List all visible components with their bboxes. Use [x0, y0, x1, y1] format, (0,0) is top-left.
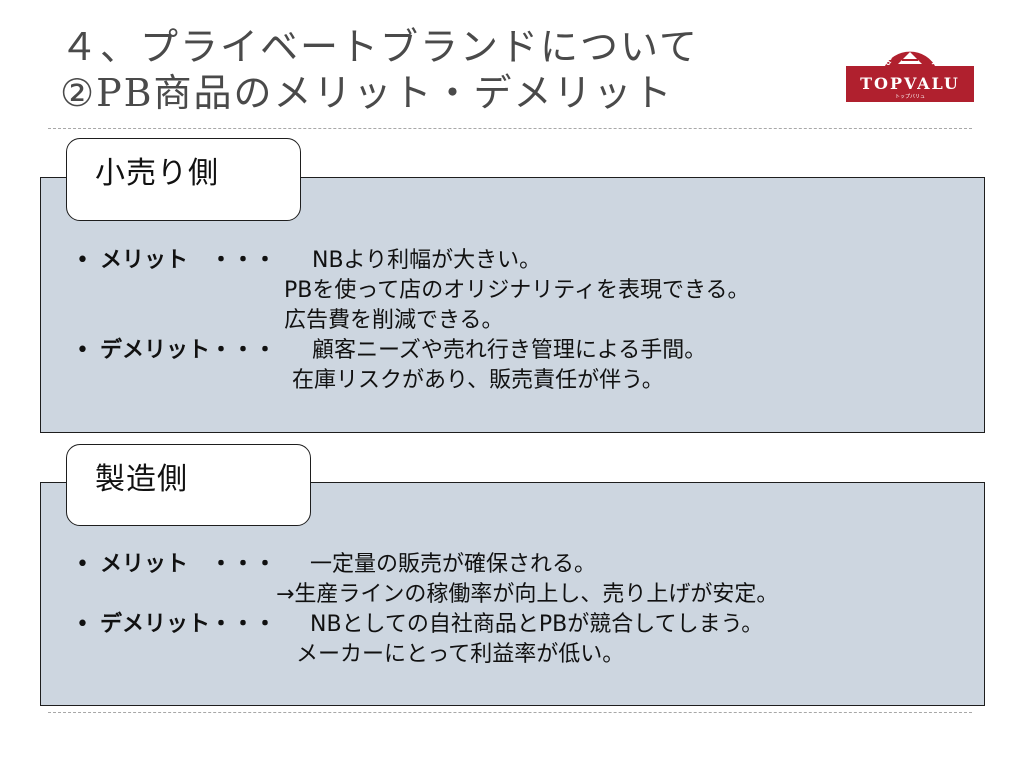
bullet-dot: • [76, 248, 89, 273]
retailer-bullets: • メリット ・・・ NBより利幅が大きい。 PBを使って店のオリジナリティを表… [76, 246, 1014, 396]
retailer-merit-key: メリット ・・・ [100, 248, 277, 273]
retailer-demerit-item: • デメリット・・・ 顧客ニーズや売れ行き管理による手間。 在庫リスクがあり、販… [76, 336, 1014, 396]
bullet-dot: • [76, 338, 89, 363]
manufacturer-merit-line-1: 一定量の販売が確保される。 [310, 552, 597, 577]
retailer-demerit-lines: 顧客ニーズや売れ行き管理による手間。 在庫リスクがあり、販売責任が伴う。 [292, 336, 1014, 396]
logo-sub-text: トップバリュ [895, 94, 925, 100]
manufacturer-demerit-line-1: NBとしての自社商品とPBが競合してしまう。 [310, 612, 764, 637]
manufacturer-demerit-lines: NBとしての自社商品とPBが競合してしまう。 メーカーにとって利益率が低い。 [296, 610, 1014, 670]
title-divider [48, 128, 972, 129]
footer-divider [48, 712, 972, 713]
retailer-demerit-key: デメリット・・・ [100, 338, 277, 363]
retailer-panel-label: 小売り側 [66, 138, 301, 221]
retailer-demerit-line-1: 顧客ニーズや売れ行き管理による手間。 [312, 338, 707, 363]
retailer-panel [40, 177, 985, 433]
manufacturer-panel-label: 製造側 [66, 444, 311, 526]
retailer-merit-line-2: PBを使って店のオリジナリティを表現できる。 [284, 278, 750, 303]
slide-title-line-1: ４、プライベートブランドについて [60, 25, 699, 69]
slide-title-line-2: ②PB商品のメリット・デメリット [60, 71, 674, 115]
retailer-merit-item: • メリット ・・・ NBより利幅が大きい。 PBを使って店のオリジナリティを表… [76, 246, 1014, 336]
manufacturer-merit-line-2: →生産ラインの稼働率が向上し、売り上げが安定。 [276, 582, 779, 607]
manufacturer-demerit-item: • デメリット・・・ NBとしての自社商品とPBが競合してしまう。 メーカーにと… [76, 610, 1014, 670]
topvalu-logo-icon: QUALITY AND TRUST TOPVALU トップバリュ [846, 42, 974, 102]
manufacturer-demerit-line-2: メーカーにとって利益率が低い。 [296, 642, 625, 667]
manufacturer-merit-item: • メリット ・・・ 一定量の販売が確保される。 →生産ラインの稼働率が向上し、… [76, 550, 1014, 610]
slide-title: ４、プライベートブランドについて ②PB商品のメリット・デメリット [60, 24, 699, 116]
manufacturer-merit-lines: 一定量の販売が確保される。 →生産ラインの稼働率が向上し、売り上げが安定。 [276, 550, 1014, 610]
retailer-demerit-line-2: 在庫リスクがあり、販売責任が伴う。 [292, 368, 664, 393]
retailer-merit-lines: NBより利幅が大きい。 PBを使って店のオリジナリティを表現できる。 広告費を削… [284, 246, 1014, 336]
retailer-merit-line-1: NBより利幅が大きい。 [312, 248, 542, 273]
bullet-dot: • [76, 552, 89, 577]
bullet-dot: • [76, 612, 89, 637]
retailer-merit-line-3: 広告費を削減できる。 [284, 308, 504, 333]
logo-brand-text: TOPVALU [860, 74, 960, 93]
manufacturer-demerit-key: デメリット・・・ [100, 612, 277, 637]
manufacturer-bullets: • メリット ・・・ 一定量の販売が確保される。 →生産ラインの稼働率が向上し、… [76, 550, 1014, 670]
manufacturer-merit-key: メリット ・・・ [100, 552, 277, 577]
